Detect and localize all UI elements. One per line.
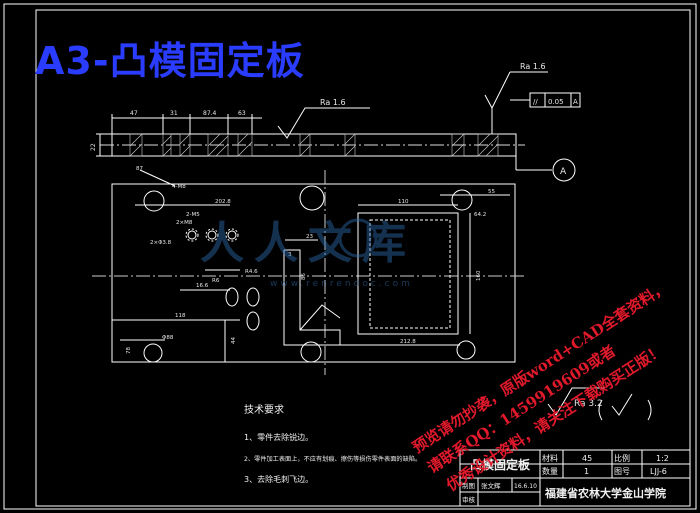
roughness-top: Ra 1.6	[520, 62, 546, 71]
dim-118: 118	[175, 313, 186, 319]
dim-160: 160	[476, 270, 482, 281]
plan-view	[92, 169, 525, 375]
dim-44: 44	[231, 337, 237, 344]
drawing-no-label: 图号	[614, 467, 630, 476]
scale-label: 比例	[614, 453, 630, 463]
general-roughness	[547, 387, 652, 421]
dim-63: 63	[238, 110, 246, 117]
dim-87: 87	[136, 166, 143, 172]
dim-85: 85	[301, 273, 307, 280]
dim-r8: R6	[212, 278, 220, 284]
material-label: 材料	[542, 453, 558, 463]
notes-item-2: 2、零件加工表面上，不应有划痕、擦伤等损伤零件表面的缺陷。	[244, 455, 421, 463]
dim-r4: R4.6	[245, 269, 258, 275]
dim-16: 16.6	[196, 283, 209, 289]
title-block	[459, 449, 691, 507]
watermark-logo-text: 人人文库	[200, 218, 416, 269]
dim-23: 23	[306, 234, 313, 240]
drawn-date: 16.6.10	[514, 483, 537, 490]
dim-2-r: 2×Φ3.8	[150, 240, 172, 246]
dim-31: 31	[170, 110, 178, 117]
roughness-general: Ra 3.2	[574, 399, 603, 409]
technical-notes: 技术要求 1、零件去除锐边。 2、零件加工表面上，不应有划痕、擦伤等损伤零件表面…	[244, 403, 421, 484]
dim-110: 110	[398, 199, 409, 205]
roughness-main: Ra 1.6	[320, 98, 346, 107]
dim-212: 212.8	[400, 339, 416, 345]
datum-label: A	[560, 167, 567, 177]
section-view	[96, 71, 581, 182]
scale-value: 1:2	[656, 454, 669, 463]
qty-label: 数量	[542, 466, 558, 476]
dim-202: 202.8	[215, 199, 231, 205]
school-name: 福建省农林大学金山学院	[544, 486, 666, 500]
section-hatch	[129, 133, 499, 157]
watermark-url: www.renrendoc.com	[270, 279, 413, 289]
outer-frame	[3, 3, 697, 510]
qty-value: 1	[584, 467, 589, 476]
part-name: 凸模固定板	[470, 457, 531, 472]
plan-dim-texts: 87 4-M8 202.8 2×M8 2-M5 2×Φ3.8 110 55 64…	[126, 166, 495, 354]
section-dim-texts: 47 31 87.4 63 22 Ra 1.6 Ra 1.6 // 0.05 A…	[90, 62, 578, 177]
dim-2-m5: 2-M5	[186, 212, 200, 218]
material-value: 45	[582, 454, 592, 463]
notes-item-1: 1、零件去除锐边。	[244, 432, 313, 442]
dim-3: 3	[288, 252, 292, 258]
notes-item-3: 3、去除毛刺飞边。	[244, 474, 313, 484]
tolerance-symbol: //	[533, 98, 538, 106]
dim-88: Φ88	[162, 335, 174, 341]
dim-4-m8: 4-M8	[172, 184, 186, 190]
drawn-label: 制图	[462, 481, 475, 490]
drawn-by: 张文辉	[481, 481, 501, 490]
dim-2xm8: 2×M8	[176, 220, 193, 226]
dim-22: 22	[90, 143, 97, 151]
check-label: 审核	[462, 495, 476, 504]
title-block-texts: 凸模固定板 材料 45 比例 1:2 数量 1 图号 LJJ-6 制图 张文辉 …	[462, 453, 669, 504]
dim-64: 64.2	[474, 212, 486, 218]
watermark-logo: 人人文库 www.renrendoc.com	[200, 218, 416, 289]
dim-78: 78	[126, 347, 132, 354]
tolerance-value: 0.05	[548, 98, 564, 106]
dim-47: 47	[130, 110, 138, 117]
inner-frame	[35, 9, 691, 507]
tolerance-datum: A	[573, 98, 578, 106]
page-title: A3-凸模固定板	[35, 39, 305, 83]
drawing-no-value: LJJ-6	[650, 467, 667, 476]
dim-55: 55	[488, 189, 495, 195]
notes-heading: 技术要求	[244, 403, 284, 416]
dim-87-4: 87.4	[203, 110, 217, 117]
